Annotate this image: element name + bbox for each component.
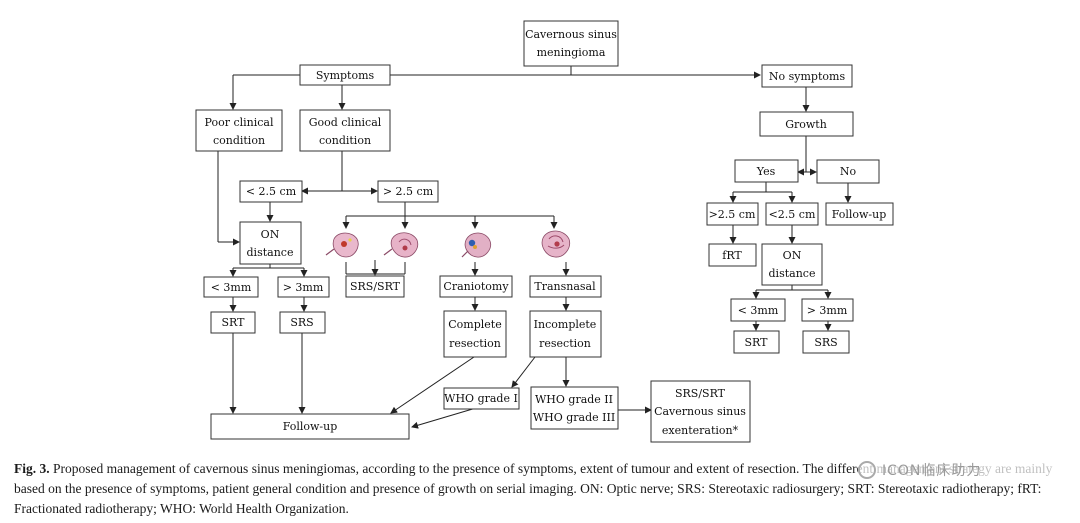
- lt25-label: < 2.5 cm: [246, 185, 297, 198]
- no-label: No: [840, 165, 857, 178]
- on-left-line-1: ON: [261, 228, 280, 241]
- complete-line-1: Complete: [448, 318, 501, 331]
- poor-line-2: condition: [213, 134, 265, 147]
- no-symptoms-label: No symptoms: [769, 70, 846, 83]
- no-node: No: [816, 159, 880, 184]
- srs-srt-mid-node: SRS/SRT: [345, 275, 405, 298]
- gt25-right-label: >2.5 cm: [709, 208, 756, 221]
- on-distance-right-node: ON distance: [761, 243, 823, 286]
- srt-right-node: SRT: [733, 330, 780, 354]
- root-node: Cavernous sinus meningioma: [523, 20, 619, 67]
- transnasal-label: Transnasal: [534, 280, 596, 293]
- exenteration-node: SRS/SRT Cavernous sinus exenteration*: [650, 380, 751, 443]
- frt-node: fRT: [708, 243, 757, 267]
- craniotomy-label: Craniotomy: [443, 280, 509, 293]
- exent-line-1: SRS/SRT: [675, 387, 726, 400]
- incomplete-resection-node: Incomplete resection: [529, 310, 602, 358]
- who1-label: WHO grade I: [444, 392, 518, 405]
- exent-line-2: Cavernous sinus: [654, 405, 746, 418]
- exent-line-3: exenteration*: [662, 424, 739, 437]
- transnasal-node: Transnasal: [529, 275, 602, 298]
- good-line-2: condition: [319, 134, 371, 147]
- growth-label: Growth: [785, 118, 827, 131]
- lt3-right-label: < 3mm: [738, 304, 779, 317]
- watermark-text: ICON临床助力: [882, 463, 982, 479]
- yes-node: Yes: [734, 159, 799, 183]
- watermark: ICON临床助力: [858, 459, 1076, 481]
- gt25-node: > 2.5 cm: [377, 180, 439, 203]
- lt3-left-node: < 3mm: [203, 276, 259, 298]
- srt-left-label: SRT: [222, 316, 246, 329]
- wechat-icon: [858, 461, 876, 479]
- incomplete-line-1: Incomplete: [534, 318, 597, 331]
- incomplete-line-2: resection: [539, 337, 591, 350]
- lt3-left-label: < 3mm: [211, 281, 252, 294]
- follow-up-right-node: Follow-up: [825, 202, 894, 226]
- craniotomy-node: Craniotomy: [439, 275, 513, 298]
- on-distance-left-node: ON distance: [239, 221, 302, 265]
- lt25-right-node: <2.5 cm: [765, 202, 819, 226]
- yes-label: Yes: [756, 165, 776, 178]
- srt-left-node: SRT: [210, 311, 256, 334]
- root-line-1: Cavernous sinus: [525, 28, 617, 41]
- who-grade-2-3-node: WHO grade II WHO grade III: [530, 386, 619, 430]
- gt25-label: > 2.5 cm: [383, 185, 434, 198]
- srs-right-node: SRS: [802, 330, 850, 354]
- figure-caption: Fig. 3. Proposed management of cavernous…: [14, 459, 1072, 519]
- complete-resection-node: Complete resection: [443, 310, 507, 358]
- gt25-right-node: >2.5 cm: [706, 202, 759, 226]
- follow-up-right-label: Follow-up: [832, 208, 887, 221]
- root-line-2: meningioma: [537, 46, 606, 59]
- lt3-right-node: < 3mm: [730, 298, 786, 322]
- good-condition-node: Good clinical condition: [299, 109, 391, 152]
- on-left-line-2: distance: [247, 246, 294, 259]
- complete-line-2: resection: [449, 337, 501, 350]
- on-right-line-2: distance: [769, 267, 816, 280]
- gt3-right-label: > 3mm: [807, 304, 848, 317]
- lt25-right-label: <2.5 cm: [769, 208, 816, 221]
- brain-illustration-4: [541, 230, 571, 258]
- caption-label: Fig. 3.: [14, 461, 50, 476]
- follow-up-main-label: Follow-up: [283, 420, 338, 433]
- gt3-left-label: > 3mm: [283, 281, 324, 294]
- symptoms-label: Symptoms: [316, 69, 375, 82]
- frt-label: fRT: [722, 249, 742, 262]
- gt3-right-node: > 3mm: [801, 298, 854, 322]
- who-grade-1-node: WHO grade I: [443, 387, 520, 410]
- caption-text: Proposed management of cavernous sinus m…: [14, 461, 1053, 516]
- srs-left-label: SRS: [290, 316, 313, 329]
- brain-illustration-1: [325, 232, 359, 258]
- follow-up-main-node: Follow-up: [210, 413, 410, 440]
- lt25-node: < 2.5 cm: [239, 180, 303, 203]
- brain-illustration-3: [461, 232, 492, 258]
- connectors: [217, 66, 852, 429]
- gt3-left-node: > 3mm: [277, 276, 330, 298]
- brain-illustration-2: [383, 232, 419, 258]
- who23-line-1: WHO grade II: [535, 393, 613, 406]
- good-line-1: Good clinical: [309, 116, 382, 129]
- on-right-line-1: ON: [783, 249, 802, 262]
- growth-node: Growth: [759, 111, 854, 137]
- symptoms-node: Symptoms: [299, 64, 391, 86]
- srs-srt-mid-label: SRS/SRT: [350, 280, 401, 293]
- poor-line-1: Poor clinical: [205, 116, 274, 129]
- poor-condition-node: Poor clinical condition: [195, 109, 283, 152]
- who23-line-2: WHO grade III: [533, 411, 615, 424]
- srt-right-label: SRT: [745, 336, 769, 349]
- no-symptoms-node: No symptoms: [761, 64, 853, 88]
- srs-right-label: SRS: [814, 336, 837, 349]
- srs-left-node: SRS: [279, 311, 326, 334]
